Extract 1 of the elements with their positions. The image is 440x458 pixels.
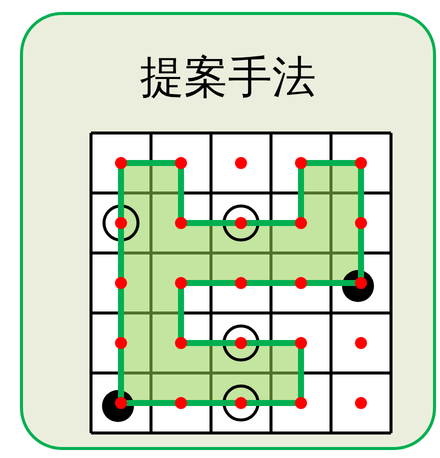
- title: 提案手法: [139, 51, 317, 105]
